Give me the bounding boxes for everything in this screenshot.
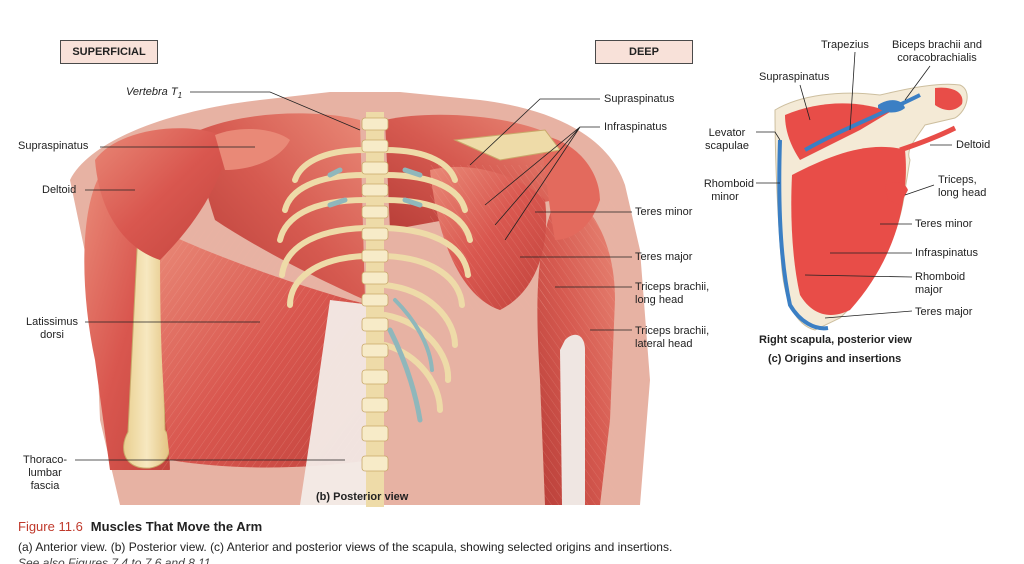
- label-deltoid-left: Deltoid: [42, 184, 77, 196]
- label-triceps-long-head: Triceps brachii,long head: [635, 281, 710, 306]
- caption-origins-insertions: (c) Origins and insertions: [768, 353, 902, 365]
- label-supraspinatus-left: Supraspinatus: [18, 140, 89, 152]
- caption-posterior-view: (b) Posterior view: [316, 491, 409, 503]
- rib-cage: [277, 147, 473, 423]
- leader-lines: [75, 51, 952, 461]
- label-teres-minor: Teres minor: [635, 206, 693, 218]
- supraspinatus-left-shape: [215, 128, 290, 170]
- label-infraspinatus-deep: Infraspinatus: [604, 121, 667, 133]
- figure-title: Muscles That Move the Arm: [90, 519, 263, 534]
- deltoid-left-shape: [95, 128, 230, 260]
- label-deltoid-scapula: Deltoid: [956, 139, 991, 151]
- figure-number: Figure 11.6: [18, 519, 83, 534]
- caption-right-scapula: Right scapula, posterior view: [759, 334, 912, 346]
- thoracolumbar-fascia: [300, 300, 372, 505]
- scapula-diagram: [774, 83, 968, 331]
- vertebral-column: [361, 112, 389, 507]
- label-trapezius: Trapezius: [821, 39, 869, 51]
- label-supraspinatus-scapula: Supraspinatus: [759, 71, 830, 83]
- label-vertebra-t1: Vertebra T1: [126, 86, 183, 101]
- olecranon-tendon: [560, 334, 585, 505]
- deep-deltoid: [540, 135, 600, 240]
- deep-box: DEEP: [595, 40, 693, 64]
- label-teres-major-scapula: Teres major: [915, 306, 973, 318]
- label-infraspinatus-scapula: Infraspinatus: [915, 247, 978, 259]
- label-triceps-long-head-scapula: Triceps,long head: [938, 174, 987, 199]
- label-supraspinatus-deep: Supraspinatus: [604, 93, 675, 105]
- superficial-box: SUPERFICIAL: [60, 40, 158, 64]
- label-teres-major: Teres major: [635, 251, 693, 263]
- figure-caption-text: (a) Anterior view. (b) Posterior view. (…: [18, 540, 673, 554]
- figure-heading: Figure 11.6 Muscles That Move the Arm: [18, 519, 262, 535]
- label-triceps-lateral-head: Triceps brachii,lateral head: [635, 325, 710, 350]
- label-teres-minor-scapula: Teres minor: [915, 218, 973, 230]
- figure-see-also: See also Figures 7.4 to 7.6 and 8.11: [18, 556, 211, 564]
